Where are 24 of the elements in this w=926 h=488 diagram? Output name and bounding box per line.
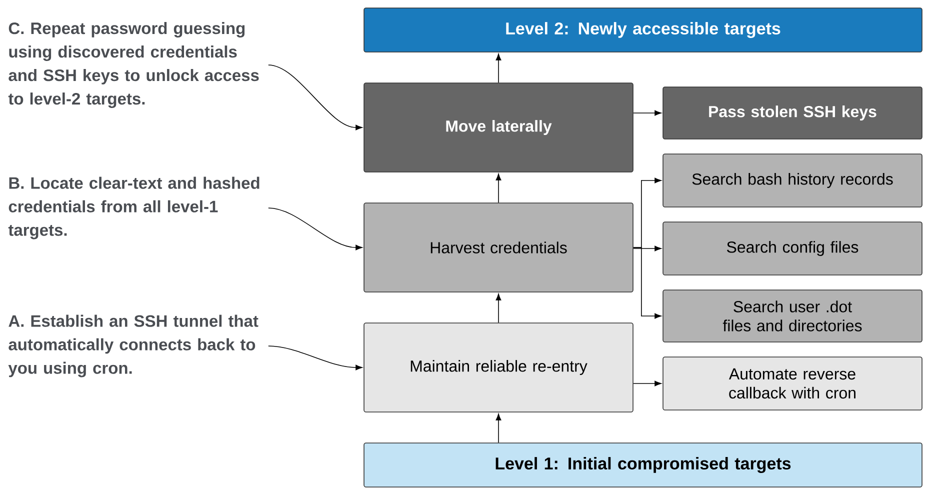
process-box: Search config files bbox=[662, 222, 922, 276]
process-box: Pass stolen SSH keys bbox=[662, 86, 922, 140]
arrow bbox=[268, 208, 362, 250]
process-box: Move laterally bbox=[364, 82, 634, 172]
arrow bbox=[268, 64, 362, 130]
arrow bbox=[496, 174, 502, 203]
arrow bbox=[633, 246, 662, 252]
arrow bbox=[496, 54, 502, 83]
level-box: Level 1: Initial compromised targets bbox=[364, 442, 922, 488]
process-box: Search bash history records bbox=[662, 154, 922, 208]
annotation-text: A. Establish an SSH tunnel that automatically connects back to you using cron. bbox=[8, 314, 258, 378]
annotation-text: B. Locate clear-text and hashed credentials from all level-1 targets. bbox=[8, 176, 260, 240]
arrow bbox=[633, 110, 662, 116]
process-box: Maintain reliable re-entry bbox=[364, 322, 634, 412]
level-box: Level 2: Newly accessible targets bbox=[364, 8, 922, 52]
annotation-text: C. Repeat password guessing using discovered credentials and SSH keys to unlock access to level-2 targets. bbox=[8, 22, 259, 108]
process-box: Automate reverse callback with cron bbox=[662, 356, 922, 410]
arrow bbox=[496, 414, 502, 443]
arrow bbox=[496, 294, 502, 323]
arrow bbox=[633, 380, 662, 386]
process-box: Search user .dot files and directories bbox=[662, 290, 922, 342]
arrow bbox=[268, 346, 362, 370]
process-box: Harvest credentials bbox=[364, 202, 634, 292]
arrow bbox=[633, 247, 662, 319]
